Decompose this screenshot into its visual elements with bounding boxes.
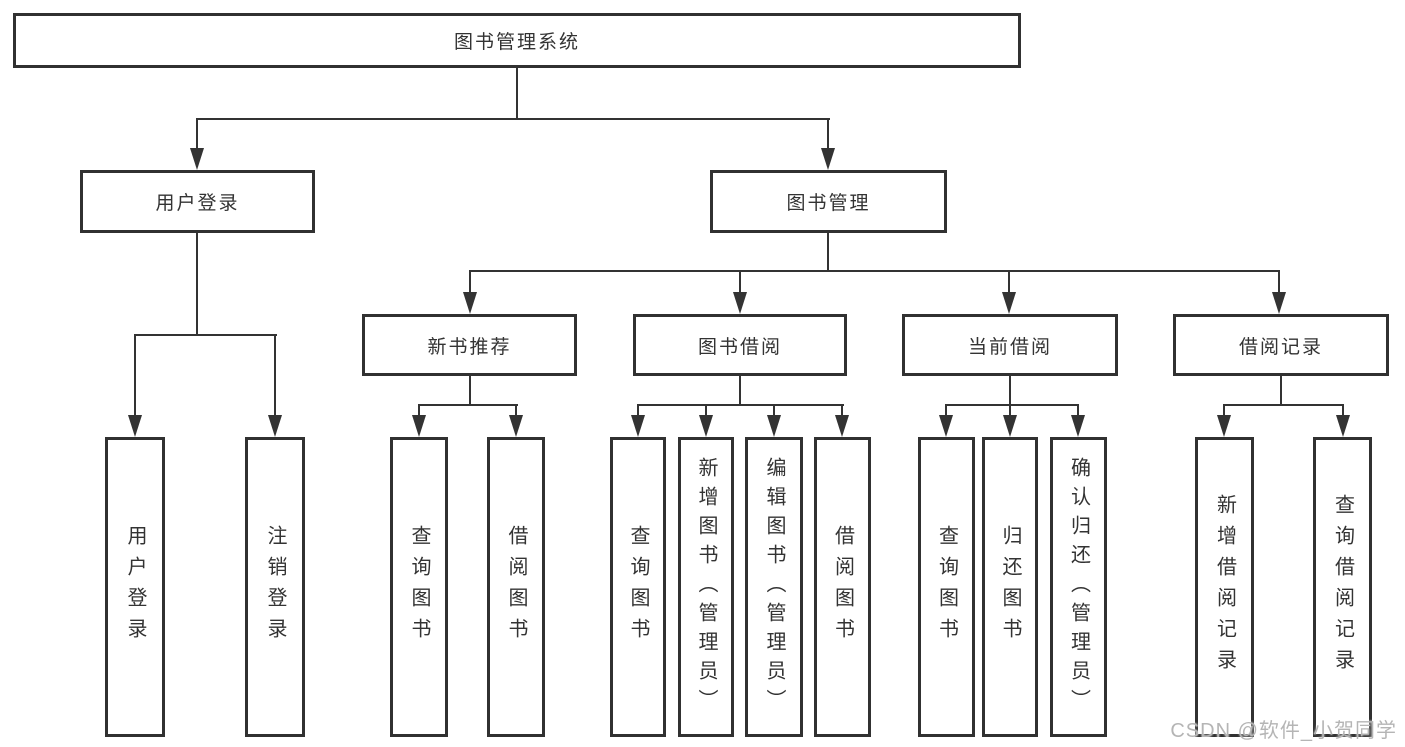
arrow-head (939, 415, 953, 437)
node-label: 借阅记录 (1238, 336, 1323, 358)
node-label: 图书管理 (786, 193, 871, 214)
node-label: 新书推荐 (427, 336, 512, 358)
connector-borrowing-hline (637, 404, 844, 406)
node-book-borrowing: 图书借阅 (633, 314, 847, 376)
arrow-head (1071, 415, 1085, 437)
arrow-head (835, 415, 849, 437)
node-label: 用户登录 (124, 525, 146, 649)
arrow-stem (1009, 404, 1011, 419)
arrow-head (128, 415, 142, 437)
arrow-stem (1008, 270, 1010, 296)
watermark: CSDN @软件_小贺同学 (1170, 720, 1397, 742)
arrow-head (1272, 292, 1286, 314)
leaf-borrowing-add-books-admin: 新增图书（管理员） (678, 437, 734, 737)
node-book-management: 图书管理 (710, 170, 947, 233)
node-label: 用户登录 (155, 193, 240, 214)
connector-user-login-hline (134, 334, 277, 336)
arrow-stem (515, 404, 517, 419)
leaf-records-query-record: 查询借阅记录 (1313, 437, 1372, 737)
arrow-head (733, 292, 747, 314)
arrow-stem (274, 334, 276, 419)
arrow-head (268, 415, 282, 437)
node-label: 编辑图书（管理员） (763, 456, 785, 718)
arrow-head (1003, 415, 1017, 437)
node-label: 新增借阅记录 (1213, 494, 1236, 680)
leaf-records-add-record: 新增借阅记录 (1195, 437, 1254, 737)
connector-records-vline (1280, 376, 1282, 406)
arrow-stem (1077, 404, 1079, 419)
node-label: 归还图书 (999, 525, 1021, 649)
arrow-head (767, 415, 781, 437)
leaf-current-confirm-return-admin: 确认归还（管理员） (1050, 437, 1107, 737)
arrow-head (1217, 415, 1231, 437)
node-label: 图书管理系统 (453, 32, 580, 53)
arrow-stem (418, 404, 420, 419)
arrow-stem (196, 118, 198, 152)
leaf-borrowing-borrow-books: 借阅图书 (814, 437, 871, 737)
arrow-head (412, 415, 426, 437)
arrow-stem (773, 404, 775, 419)
arrow-head (509, 415, 523, 437)
connector-book-mgmt-vline (827, 233, 829, 271)
connector-current-hline (945, 404, 1079, 406)
arrow-stem (1342, 404, 1344, 419)
node-new-book-recommend: 新书推荐 (362, 314, 577, 376)
arrow-head (1336, 415, 1350, 437)
leaf-current-return-books: 归还图书 (982, 437, 1038, 737)
arrow-head (699, 415, 713, 437)
arrow-stem (705, 404, 707, 419)
arrow-stem (134, 334, 136, 419)
arrow-stem (945, 404, 947, 419)
leaf-user-login: 用户登录 (105, 437, 165, 737)
arrow-stem (469, 270, 471, 296)
node-label: 当前借阅 (967, 336, 1052, 358)
node-root-system: 图书管理系统 (13, 13, 1021, 68)
arrow-stem (1278, 270, 1280, 296)
node-borrowing-records: 借阅记录 (1173, 314, 1389, 376)
leaf-recommend-borrow-books: 借阅图书 (487, 437, 545, 737)
arrow-stem (827, 118, 829, 152)
arrow-head (1002, 292, 1016, 314)
arrow-head (463, 292, 477, 314)
node-label: 查询借阅记录 (1331, 494, 1354, 680)
node-label: 借阅图书 (831, 525, 854, 649)
arrow-head (631, 415, 645, 437)
connector-root-vline (516, 68, 518, 120)
connector-records-hline (1223, 404, 1344, 406)
node-label: 新增图书（管理员） (695, 456, 717, 718)
connector-root-hline (197, 118, 830, 120)
node-label: 确认归还（管理员） (1067, 456, 1090, 718)
leaf-current-query-books: 查询图书 (918, 437, 975, 737)
leaf-borrowing-query-books: 查询图书 (610, 437, 666, 737)
arrow-head (190, 148, 204, 170)
leaf-borrowing-edit-books-admin: 编辑图书（管理员） (745, 437, 803, 737)
node-label: 图书借阅 (697, 336, 782, 358)
arrow-stem (1223, 404, 1225, 419)
leaf-recommend-query-books: 查询图书 (390, 437, 448, 737)
arrow-head (821, 148, 835, 170)
node-current-borrowing: 当前借阅 (902, 314, 1118, 376)
arrow-stem (637, 404, 639, 419)
connector-current-vline (1009, 376, 1011, 406)
node-label: 借阅图书 (505, 525, 527, 649)
leaf-logout: 注销登录 (245, 437, 305, 737)
node-label: 查询图书 (408, 525, 430, 649)
connector-recommend-vline (469, 376, 471, 406)
arrow-stem (739, 270, 741, 296)
node-user-login-branch: 用户登录 (80, 170, 315, 233)
node-label: 查询图书 (935, 525, 958, 649)
node-label: 查询图书 (627, 525, 649, 649)
connector-recommend-hline (418, 404, 518, 406)
connector-book-mgmt-hline (469, 270, 1280, 272)
connector-user-login-vline (196, 233, 198, 335)
arrow-stem (841, 404, 843, 419)
node-label: 注销登录 (264, 525, 286, 649)
connector-borrowing-vline (739, 376, 741, 406)
